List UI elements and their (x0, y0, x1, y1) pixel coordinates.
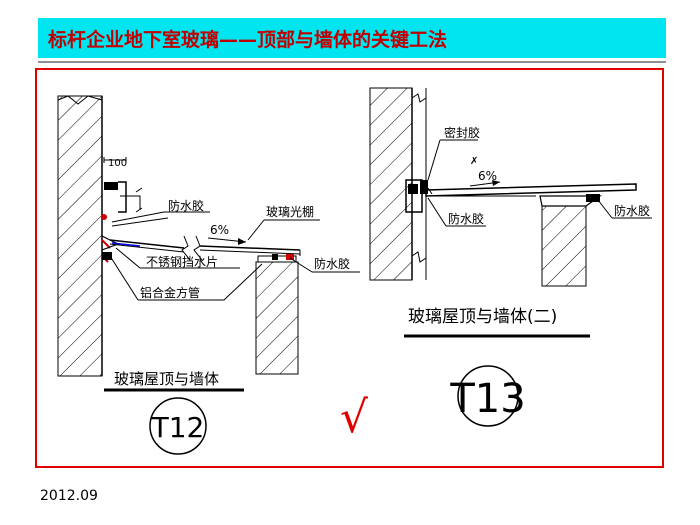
t13-label-sealant-left: 防水胶 (448, 211, 484, 226)
t12-right-sealant (286, 254, 294, 260)
t12-label-sealant-top: 防水胶 (168, 198, 204, 213)
t12-dim-label: 100 (108, 158, 127, 169)
t12-label-aluminum-tube: 铝合金方管 (140, 285, 200, 300)
t13-label-sealant-right: 防水胶 (614, 203, 650, 218)
t13-right-sealant (586, 194, 600, 202)
t12-right-wall (255, 261, 299, 375)
t12-glass-panel (109, 239, 185, 249)
t12-slope-label: 6% (210, 223, 229, 237)
page-title: 标杆企业地下室玻璃——顶部与墙体的关键工法 (48, 29, 448, 51)
t13-tag: T13 (449, 376, 525, 422)
t12-label-glass-canopy: 玻璃光棚 (266, 204, 314, 219)
t13-caption: 玻璃屋顶与墙体(二) (408, 307, 557, 327)
t13-slope-label: 6% (478, 169, 497, 183)
t12-profile (104, 182, 118, 190)
svg-text:✗: ✗ (470, 156, 478, 167)
t12-tag: T12 (151, 411, 205, 444)
t12-sealant-mark (101, 214, 107, 220)
t13-label-sealant-top: 密封胶 (444, 125, 480, 140)
t12-label-steel-flashing: 不锈钢挡水片 (146, 255, 218, 269)
title-divider (38, 61, 666, 63)
t12-tag-circle (149, 397, 207, 455)
detail-t12: 100 6% 防水胶 (57, 95, 360, 455)
t12-caption: 玻璃屋顶与墙体 (114, 370, 219, 388)
title-bar: 标杆企业地下室玻璃——顶部与墙体的关键工法 (38, 18, 666, 58)
detail-t13: 6% ✗ 密封胶 防水胶 防水胶 玻璃屋顶与墙体(二) T13 (369, 87, 652, 427)
t13-tag-circle (457, 365, 519, 427)
check-mark: √ (340, 392, 369, 443)
t12-label-sealant-right: 防水胶 (314, 256, 350, 271)
drawing-frame (35, 68, 664, 468)
t12-left-wall (57, 95, 103, 377)
footer-date: 2012.09 (40, 488, 98, 504)
t13-right-wall (541, 205, 587, 287)
t13-left-wall (369, 87, 413, 281)
t13-profile (405, 179, 423, 213)
t13-glass-panel (425, 183, 637, 197)
